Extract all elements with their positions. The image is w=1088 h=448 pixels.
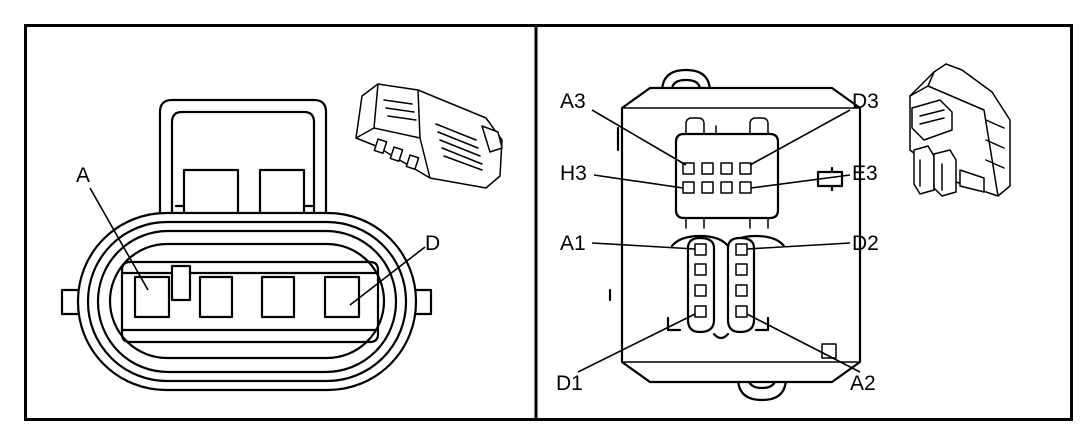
outer-frame — [24, 24, 1073, 421]
cavity-c2 — [735, 263, 748, 276]
connector-isometric-view-icon — [355, 83, 503, 189]
cavity-a2 — [735, 305, 748, 318]
cavity-b3 — [701, 162, 714, 175]
cavity-label-a3: A3 — [560, 90, 586, 113]
cavity-b1 — [694, 263, 707, 276]
leader-e3 — [750, 174, 851, 189]
cavity-label-h3: H3 — [560, 162, 587, 185]
cavity-label-d2: D2 — [852, 232, 879, 255]
left-panel: A D — [60, 83, 503, 392]
cavity-label-a2: A2 — [850, 372, 876, 395]
leader-d2 — [746, 242, 851, 250]
cavity-h3 — [682, 181, 695, 194]
leader-a1 — [591, 242, 696, 250]
cavity-a3 — [682, 162, 695, 175]
leader-d3 — [749, 109, 851, 166]
cavity-a1 — [694, 243, 707, 256]
four-way-connector-face — [60, 98, 433, 392]
connector-isometric-view-icon — [909, 63, 1011, 197]
cavity-label-a1: A1 — [560, 232, 586, 255]
cavity-d — [323, 275, 361, 319]
leader-d1 — [577, 313, 696, 373]
cavity-d1 — [694, 305, 707, 318]
cavity-c3 — [720, 162, 733, 175]
cavity-g3 — [701, 181, 714, 194]
cavity-label-d1: D1 — [556, 372, 583, 395]
pin-label-a: A — [76, 164, 90, 187]
cavity-a — [133, 275, 171, 319]
right-panel: A3 D3 H3 E3 A1 D2 D1 A2 — [556, 63, 1011, 402]
cavity-b — [198, 275, 234, 319]
cavity-c — [260, 275, 296, 319]
cavity-label-e3: E3 — [852, 162, 878, 185]
cavity-b2 — [735, 284, 748, 297]
cavity-d3 — [739, 162, 752, 175]
cavity-label-d3: D3 — [852, 90, 879, 113]
cavity-c1 — [694, 284, 707, 297]
cavity-f3 — [720, 181, 733, 194]
pin-label-d: D — [425, 232, 440, 255]
cavity-e3 — [739, 181, 752, 194]
leader-a3 — [591, 109, 687, 166]
leader-h3 — [593, 174, 684, 189]
leader-a2 — [746, 313, 861, 373]
leader-d — [349, 246, 426, 306]
cavity-d2 — [735, 243, 748, 256]
leader-a — [89, 187, 149, 291]
sixteen-way-connector-face — [608, 68, 862, 402]
